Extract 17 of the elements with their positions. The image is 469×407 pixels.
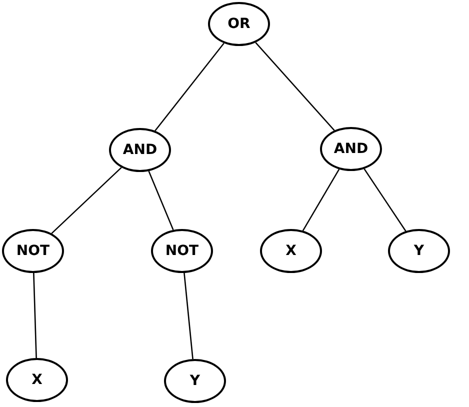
node-label: Y [414, 243, 424, 259]
node-label: Y [190, 373, 200, 389]
node-label: NOT [165, 243, 199, 259]
node-label: NOT [16, 243, 50, 259]
node-label: OR [228, 16, 250, 32]
connector-line [51, 167, 122, 234]
connector-line [184, 272, 194, 360]
connector-line [302, 168, 340, 232]
connector-line [33, 272, 37, 358]
connector-line [255, 42, 335, 131]
connector-line [148, 170, 174, 230]
node-label: X [286, 243, 296, 259]
node-label: X [32, 372, 42, 388]
node-label: AND [122, 142, 158, 158]
connector-line [154, 42, 224, 132]
node-label: AND [334, 141, 368, 157]
connector-line [364, 168, 406, 232]
